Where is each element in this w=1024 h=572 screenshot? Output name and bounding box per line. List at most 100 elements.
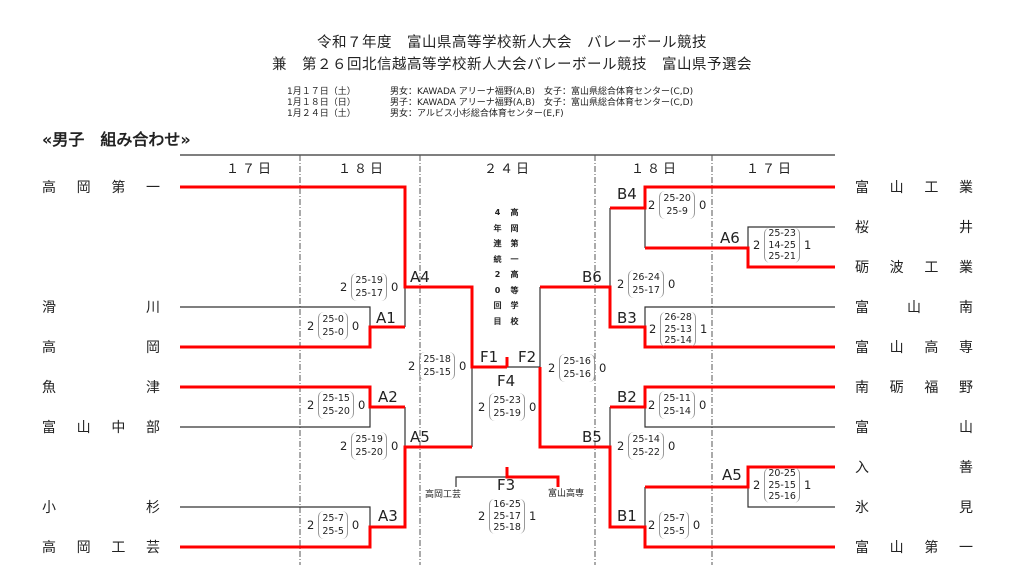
set-score: 25-14 xyxy=(664,334,692,346)
set-score: 25-5 xyxy=(322,526,344,537)
sets-lost: 0 xyxy=(390,439,399,453)
set-score: 14-25 xyxy=(768,239,796,251)
schedule-venue: 男女：KAWADA アリーナ福野(A,B) 女子：富山県総合体育センター(C,D… xyxy=(390,87,694,97)
day-header: ２４日 xyxy=(483,162,533,177)
set-score: 25-20 xyxy=(322,406,350,417)
match-label: B3 xyxy=(617,309,637,327)
bracket-line xyxy=(747,226,835,248)
sets-won: 2 xyxy=(617,277,625,291)
sets-won: 2 xyxy=(340,280,348,294)
set-score: 25-19 xyxy=(493,408,521,419)
bracket-line xyxy=(455,476,507,487)
set-score: 25-23 xyxy=(768,227,796,239)
team-name-right: 南砺福野 xyxy=(855,380,973,396)
day-header: １７日 xyxy=(745,162,795,177)
day-header: １８日 xyxy=(337,162,387,177)
set-score: 25-17 xyxy=(355,288,383,299)
sets-lost: 0 xyxy=(692,518,701,532)
set-score: 20-25 xyxy=(768,467,796,479)
set-scores: 25-14 25-22 xyxy=(628,432,664,460)
set-score: 16-25 xyxy=(493,498,521,510)
bracket-line xyxy=(180,506,371,527)
bracket-line xyxy=(644,407,835,428)
winner-path xyxy=(645,465,835,489)
sets-lost: 0 xyxy=(598,361,607,375)
set-score: 25-18 xyxy=(423,354,451,365)
third-place-left-team: 高岡工芸 xyxy=(425,490,462,500)
sets-lost: 1 xyxy=(528,509,537,523)
sets-won: 2 xyxy=(478,509,486,523)
match-label: B1 xyxy=(617,507,637,525)
set-score: 26-28 xyxy=(664,311,692,323)
sets-lost: 0 xyxy=(357,398,366,412)
match-label: A3 xyxy=(378,507,398,525)
sets-won: 2 xyxy=(408,359,416,373)
team-name-right: 氷見 xyxy=(855,500,973,516)
team-name-right: 桜井 xyxy=(855,220,973,236)
team-name-left: 小杉 xyxy=(42,500,160,516)
winner-path xyxy=(540,285,835,349)
match-label: A1 xyxy=(376,309,396,327)
match-label: B5 xyxy=(582,428,602,446)
sets-won: 2 xyxy=(548,361,556,375)
match-label: A4 xyxy=(410,268,430,286)
set-scores: 25-19 25-17 xyxy=(351,273,387,301)
bracket-line xyxy=(644,306,835,327)
match-label: F2 xyxy=(518,348,537,366)
sets-won: 2 xyxy=(753,238,761,252)
section-heading: «男子 組み合わせ» xyxy=(42,130,191,149)
match-label: F1 xyxy=(480,348,499,366)
set-score: 25-9 xyxy=(666,206,688,217)
set-score: 25-19 xyxy=(355,275,383,286)
match-score: 2 25-19 25-17 0 xyxy=(340,273,398,301)
set-score: 25-15 xyxy=(768,479,796,491)
sets-won: 2 xyxy=(753,478,761,492)
team-name-left: 富山中部 xyxy=(42,420,160,436)
sets-lost: 0 xyxy=(351,319,360,333)
set-score: 25-11 xyxy=(663,393,691,404)
sets-lost: 0 xyxy=(390,280,399,294)
sets-lost: 1 xyxy=(803,238,812,252)
winner-path xyxy=(180,325,405,349)
bracket-line xyxy=(180,407,371,428)
team-name-right: 富山 xyxy=(855,420,973,436)
sets-lost: 0 xyxy=(458,359,467,373)
day-header: １８日 xyxy=(630,162,680,177)
set-score: 25-19 xyxy=(355,434,383,445)
winner-path xyxy=(645,246,835,269)
winner-path xyxy=(610,185,835,210)
set-score: 25-14 xyxy=(663,406,691,417)
set-score: 25-22 xyxy=(632,447,660,458)
title-line-1: 令和７年度 富山県高等学校新人大会 バレーボール競技 xyxy=(317,35,707,51)
schedule-date: 1月１８日（日） xyxy=(287,98,356,108)
set-score: 25-16 xyxy=(768,490,796,502)
set-score: 25-7 xyxy=(663,513,685,524)
set-score: 25-7 xyxy=(322,513,344,524)
sets-lost: 0 xyxy=(667,439,676,453)
match-label: F4 xyxy=(497,372,516,390)
schedule-date: 1月２４日（土） xyxy=(287,109,356,119)
sets-lost: 0 xyxy=(698,398,707,412)
set-score: 25-14 xyxy=(632,434,660,445)
set-score: 25-17 xyxy=(493,510,521,522)
match-label: B6 xyxy=(582,268,602,286)
sets-won: 2 xyxy=(340,439,348,453)
sets-won: 2 xyxy=(478,400,486,414)
schedule-date: 1月１７日（土） xyxy=(287,87,356,97)
set-score: 25-18 xyxy=(493,521,521,533)
